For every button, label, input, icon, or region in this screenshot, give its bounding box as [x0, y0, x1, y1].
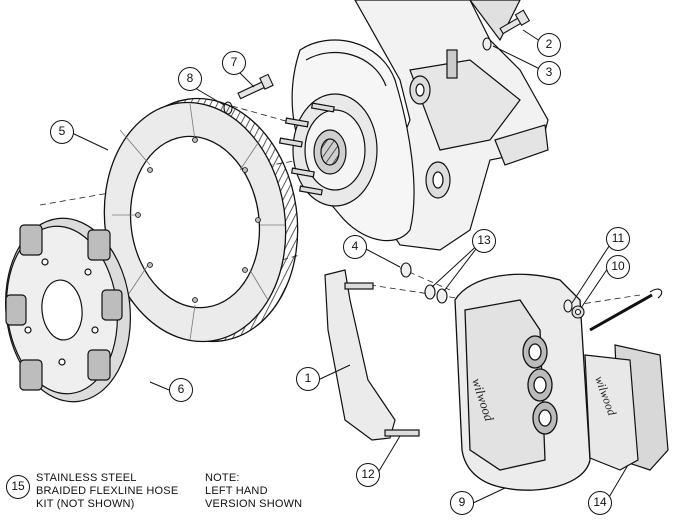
callout-5: 5 [50, 120, 74, 144]
callout-6: 6 [169, 378, 193, 402]
callout-3: 3 [537, 61, 561, 85]
callout-11: 11 [606, 227, 630, 251]
callout-15: 15 [6, 475, 30, 499]
brake-rotor [103, 97, 299, 343]
callout-8: 8 [178, 67, 202, 91]
callout-7: 7 [222, 51, 246, 75]
version-note: NOTE: LEFT HAND VERSION SHOWN [205, 472, 302, 511]
caliper-bracket [324, 269, 420, 441]
washer-3 [482, 37, 492, 51]
washer-4 [400, 262, 412, 278]
hub-assembly [278, 93, 378, 207]
nut-10 [571, 305, 585, 319]
callout-1: 1 [296, 367, 320, 391]
callout-12: 12 [356, 463, 380, 487]
brake-caliper: wilwood [454, 273, 591, 491]
callout-4: 4 [343, 235, 367, 259]
shims-13 [424, 284, 448, 304]
bolt-7 [237, 73, 274, 100]
hose-kit-line-2: BRAIDED FLEXLINE HOSE [36, 485, 179, 497]
callout-10: 10 [606, 255, 630, 279]
callout-14: 14 [588, 491, 612, 515]
callout-2: 2 [537, 33, 561, 57]
version-note-line-3: VERSION SHOWN [205, 498, 303, 510]
rotor-hat [4, 217, 132, 403]
brake-pads: wilwood [584, 344, 669, 471]
version-note-line-2: LEFT HAND [205, 485, 268, 497]
washer-11 [563, 299, 573, 313]
callout-13: 13 [472, 229, 496, 253]
hose-kit-line-3: KIT (NOT SHOWN) [36, 498, 135, 510]
pad-retaining-pin [589, 288, 663, 332]
hose-kit-line-1: STAINLESS STEEL [36, 472, 137, 484]
hose-kit-note: STAINLESS STEEL BRAIDED FLEXLINE HOSE KI… [36, 472, 178, 511]
bolt-2 [499, 9, 531, 35]
version-note-line-1: NOTE: [205, 472, 240, 484]
callout-9: 9 [450, 491, 474, 515]
